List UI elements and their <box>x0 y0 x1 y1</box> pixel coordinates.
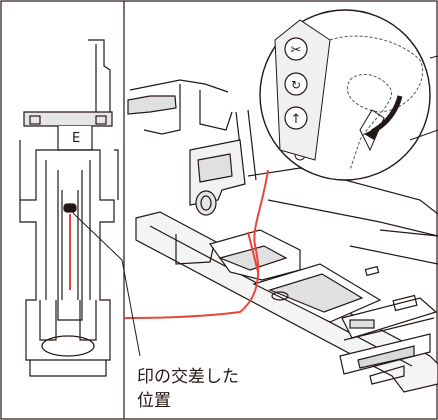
presser-foot-top-view <box>19 39 119 377</box>
thread-cutter-button <box>284 37 308 61</box>
thread-cutter-button-icon: ✂ <box>291 43 302 58</box>
zoom-inset: ✂ ↻ ↑ <box>259 9 431 181</box>
callout-leader-line <box>71 209 141 357</box>
machine-head <box>127 79 438 237</box>
zoom-pointer-bottom <box>409 129 438 141</box>
part-letter-e: E <box>72 131 81 146</box>
needle-position-button <box>284 106 308 130</box>
red-thread-path <box>123 169 269 319</box>
needle-position-button-icon: ↑ <box>291 112 302 127</box>
zoom-pointer-top <box>429 55 438 59</box>
reverse-stitch-button-icon: ↻ <box>291 78 301 92</box>
caption-line-1: 印の交差した <box>137 367 239 387</box>
red-thread-segment <box>247 231 259 273</box>
buttonhole-foot-perspective <box>135 211 438 393</box>
caption-line-2: 位置 <box>137 391 171 411</box>
reverse-stitch-button <box>284 72 308 96</box>
